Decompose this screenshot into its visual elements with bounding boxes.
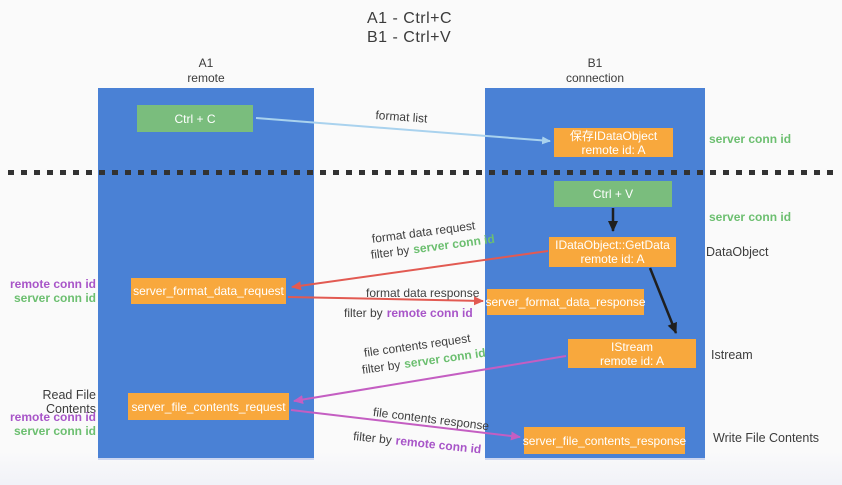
left-label-read-file-contents: Read File Contents xyxy=(42,388,97,416)
left-label-server-conn-id-top: server conn id xyxy=(13,291,96,305)
lifeline-b1-role: connection xyxy=(565,71,625,85)
title-line-1: A1 - Ctrl+C xyxy=(367,10,453,27)
left-label-remote-conn-id-top: remote conn id xyxy=(9,277,96,291)
right-label-istream: Istream xyxy=(711,348,753,362)
save-idataobject-line2: remote id: A xyxy=(581,142,646,157)
right-label-server-conn-id-mid: server conn id xyxy=(709,210,792,224)
filter-by-text: filter by xyxy=(344,306,383,320)
filter-by-text: filter by xyxy=(361,357,402,377)
dotted-separator xyxy=(8,170,836,175)
node-server-format-data-request: server_format_data_request xyxy=(131,278,286,304)
lifeline-header-b1: B1 connection xyxy=(485,56,705,86)
node-idataobject-getdata: IDataObject::GetData remote id: A xyxy=(549,237,676,267)
node-server-file-contents-request: server_file_contents_request xyxy=(128,393,289,420)
node-server-format-data-response: server_format_data_response xyxy=(485,289,646,315)
right-label-write-file-contents: Write File Contents xyxy=(713,431,820,445)
istream-line1: IStream xyxy=(610,339,653,354)
save-idataobject-line1: 保存IDataObject xyxy=(569,128,658,143)
lifeline-a1-name: A1 xyxy=(198,56,214,70)
right-label-dataobject: DataObject xyxy=(706,245,769,259)
node-save-idataobject: 保存IDataObject remote id: A xyxy=(554,128,673,157)
remote-conn-id-text: remote conn id xyxy=(386,306,473,320)
server-format-data-response-label: server_format_data_response xyxy=(485,295,646,309)
node-ctrl-c: Ctrl + C xyxy=(137,105,253,132)
lifeline-b1-name: B1 xyxy=(587,56,603,70)
title-line-2: B1 - Ctrl+V xyxy=(367,29,452,46)
server-file-contents-response-label: server_file_contents_response xyxy=(522,433,687,448)
ctrl-c-label: Ctrl + C xyxy=(174,111,216,126)
filter-by-text: filter by xyxy=(370,242,411,262)
label-format-data-response: format data response xyxy=(366,286,480,300)
node-istream: IStream remote id: A xyxy=(568,339,696,368)
node-server-file-contents-response: server_file_contents_response xyxy=(522,427,687,454)
left-label-remote-conn-id-bottom: remote conn id xyxy=(9,410,96,424)
label-format-list: format list xyxy=(375,108,428,126)
left-label-group-top: remote conn id server conn id xyxy=(0,277,96,305)
right-label-server-conn-id-top: server conn id xyxy=(709,132,792,146)
diagram-title: A1 - Ctrl+C B1 - Ctrl+V xyxy=(367,9,452,47)
getdata-line1: IDataObject::GetData xyxy=(555,238,670,252)
lifeline-header-a1: A1 remote xyxy=(98,56,314,86)
label-file-contents-response: file contents response xyxy=(372,405,490,434)
remote-conn-id-text: remote conn id xyxy=(394,433,482,457)
node-ctrl-v: Ctrl + V xyxy=(554,181,672,207)
lifeline-a1-role: remote xyxy=(187,71,225,85)
left-label-group-bottom: remote conn id server conn id xyxy=(0,410,96,438)
getdata-line2: remote id: A xyxy=(580,252,645,266)
filter-by-text: filter by xyxy=(352,429,393,447)
left-label-server-conn-id-bottom: server conn id xyxy=(13,424,96,438)
ctrl-v-label: Ctrl + V xyxy=(592,187,634,201)
istream-line2: remote id: A xyxy=(599,353,665,368)
server-file-contents-request-label: server_file_contents_request xyxy=(131,399,286,414)
server-format-data-request-label: server_format_data_request xyxy=(133,284,284,298)
